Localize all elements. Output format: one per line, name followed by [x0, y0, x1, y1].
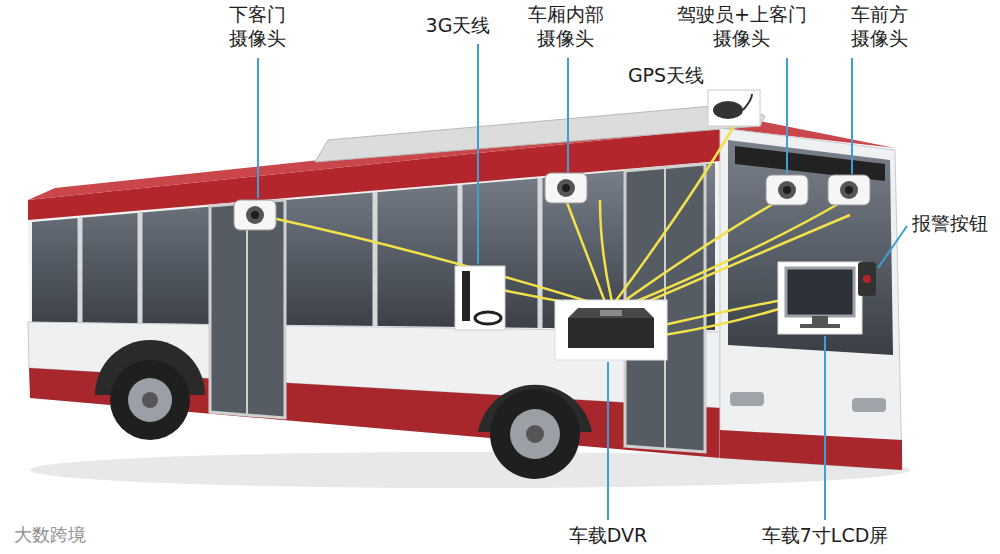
camera-body — [234, 200, 276, 230]
leader-line — [477, 44, 479, 264]
alarm-dot — [863, 275, 871, 283]
3g-antenna — [462, 271, 470, 321]
bus-side — [28, 128, 720, 458]
camera-body — [828, 175, 870, 205]
front-bumper — [720, 430, 902, 470]
camera-body — [766, 175, 808, 205]
lcd-base — [800, 324, 840, 328]
leader-line — [607, 362, 609, 520]
callout-label: 驾驶员+上客门 摄像头 — [670, 3, 814, 51]
leader-line — [567, 58, 569, 172]
camera-lens — [251, 211, 259, 219]
lcd-panel — [778, 262, 862, 334]
callout-label: 车载DVR — [569, 524, 648, 548]
callout-label: 车厢内部 摄像头 — [522, 3, 609, 51]
wheel-hub — [128, 378, 172, 422]
callout-label: 车载7寸LCD屏 — [762, 524, 889, 548]
callout-label: 报警按钮 — [912, 212, 988, 236]
windshield — [728, 140, 893, 355]
camera — [545, 173, 587, 203]
wire — [620, 200, 780, 304]
camera-dome — [246, 206, 264, 224]
wire — [615, 126, 734, 302]
lcd-stand — [812, 316, 828, 324]
camera-lens — [562, 184, 570, 192]
leader-line — [824, 336, 826, 520]
dvr-fan — [600, 310, 622, 316]
headlight — [852, 398, 886, 412]
alarm-button — [858, 262, 876, 296]
callout-label: 下客门 摄像头 — [224, 3, 292, 51]
gps-cable — [743, 94, 752, 110]
callout-label: GPS天线 — [628, 64, 704, 88]
dvr-panel — [555, 300, 667, 360]
rear-wheel — [110, 360, 190, 440]
camera-lens — [783, 186, 791, 194]
wheel-cap — [142, 392, 158, 408]
dvr-top — [568, 308, 654, 318]
headlight — [730, 392, 764, 406]
wheel-hub — [510, 409, 560, 459]
pillar — [138, 213, 143, 323]
wire — [272, 218, 600, 305]
middle-door — [210, 200, 285, 418]
dvr-box — [568, 318, 654, 348]
front-wheel — [490, 389, 580, 479]
pillar — [538, 178, 543, 328]
camera-dome — [840, 181, 858, 199]
gps-panel — [708, 90, 760, 126]
antenna-panel — [455, 266, 505, 330]
bus-front — [720, 128, 902, 470]
pillar — [78, 218, 83, 322]
camera-body — [545, 173, 587, 203]
camera — [828, 175, 870, 205]
camera-lens — [845, 186, 853, 194]
roof-ac-unit — [315, 104, 765, 162]
camera-dome — [557, 179, 575, 197]
door-split — [246, 203, 248, 415]
wheel-cap — [526, 425, 544, 443]
camera — [234, 200, 276, 230]
camera — [766, 175, 808, 205]
gps-antenna — [713, 101, 743, 119]
watermark: 大数跨境 — [14, 524, 86, 547]
wire — [600, 200, 612, 302]
lcd-screen — [786, 268, 854, 316]
callout-label: 车前方 摄像头 — [846, 3, 914, 51]
callout-label: 3G天线 — [426, 14, 491, 38]
antenna-cable — [475, 312, 501, 324]
leader-line — [257, 58, 259, 198]
pillar — [373, 192, 378, 326]
camera-dome — [778, 181, 796, 199]
leader-line — [786, 58, 788, 174]
leader-line — [851, 58, 853, 174]
leader-line — [878, 226, 907, 268]
leader-lines — [258, 44, 907, 520]
